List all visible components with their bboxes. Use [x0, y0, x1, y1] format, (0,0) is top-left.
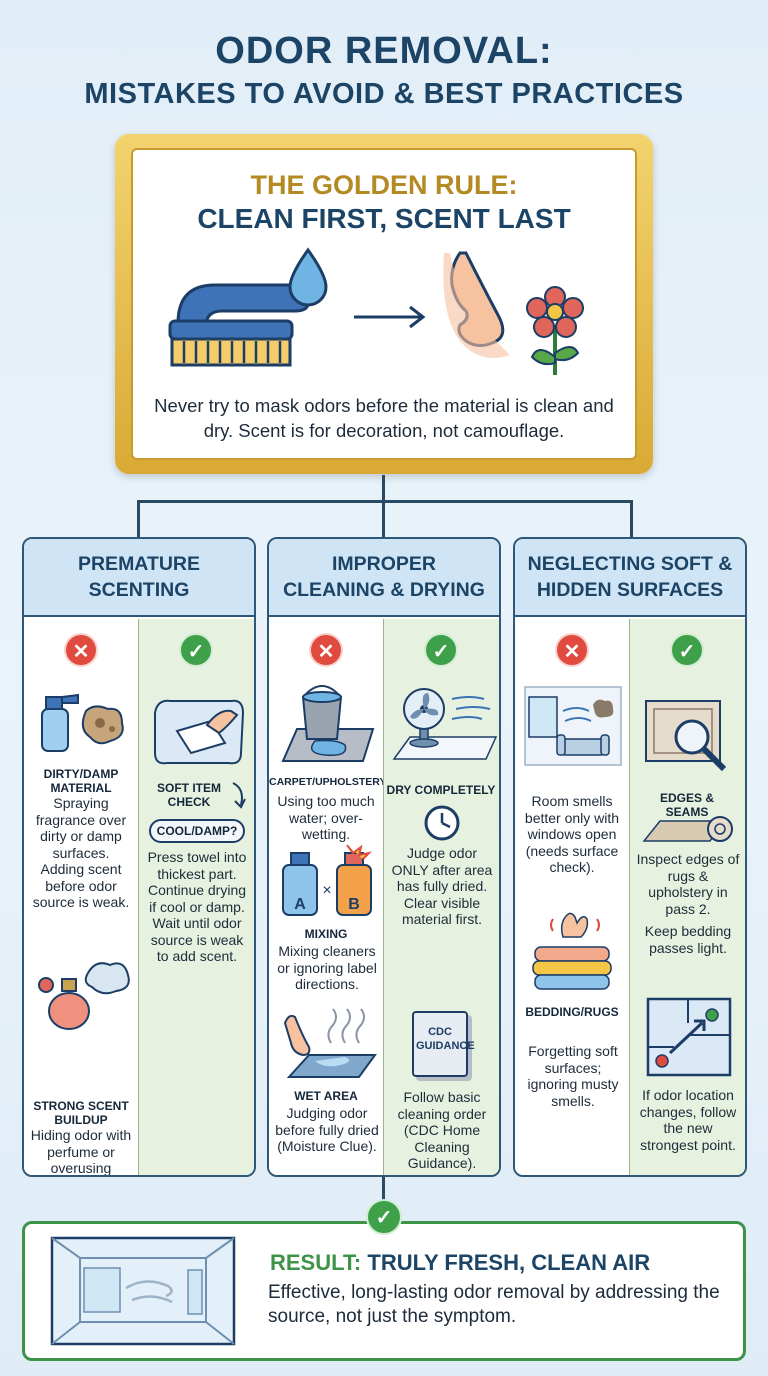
curved-arrow-icon: [232, 782, 246, 809]
connector-left: [137, 500, 140, 538]
mistakes-panel: ✕ DIRTY/DAMP MATERIAL Spraying fragrance…: [24, 619, 138, 1175]
floor-plan-icon: [646, 997, 732, 1077]
column-improper-cleaning: IMPROPER CLEANING & DRYING ✕ CARPET/UPHO…: [267, 537, 501, 1177]
column-neglecting-surfaces: NEGLECTING SOFT & HIDDEN SURFACES ✕ Room…: [513, 537, 747, 1177]
connector-bar: [137, 500, 633, 503]
item-text: Forgetting soft surfaces; ignoring musty…: [527, 1043, 619, 1109]
scrub-brush-icon: [168, 283, 310, 367]
practices-panel: ✓ DRY COMPLETELY Judge odor ONLY after a…: [383, 619, 499, 1175]
clean-room-icon: [50, 1236, 236, 1346]
item-text: Judge odor ONLY after area has fully dri…: [391, 845, 493, 927]
item-text: Follow basic cleaning order (CDC Home Cl…: [397, 1089, 487, 1171]
golden-rule-illustration: [168, 247, 584, 375]
item-text: Judging odor before fully dried (Moistur…: [275, 1105, 379, 1154]
practices-panel: ✓ EDGES & SEAMS Inspect edges of rugs & …: [629, 619, 745, 1175]
mistakes-panel: ✕ CARPET/UPHOLSTERY Using too much water…: [269, 619, 387, 1175]
item-label: SOFT ITEM CHECK: [157, 781, 221, 809]
item-label: DRY COMPLETELY: [386, 783, 496, 797]
column-header: PREMATURE SCENTING: [24, 539, 254, 617]
cool-damp-tag: COOL/DAMP?: [149, 819, 245, 843]
result-title-main: TRULY FRESH, CLEAN AIR: [367, 1250, 651, 1275]
water-drop-icon: [288, 247, 328, 307]
item-label: BEDDING/RUGS: [525, 1005, 619, 1019]
item-text: If odor location changes, follow the new…: [639, 1087, 737, 1153]
column-premature-scenting: PREMATURE SCENTING ✕ DIRTY/DAMP MATERIAL…: [22, 537, 256, 1177]
check-mark-icon: ✓: [179, 633, 213, 667]
column-title: IMPROPER CLEANING & DRYING: [283, 553, 485, 601]
x-mark-icon: ✕: [555, 633, 589, 667]
cleaner-bottles-icon: × A B: [282, 845, 373, 916]
page-title: ODOR REMOVAL:: [215, 30, 553, 72]
result-title-prefix: RESULT:: [270, 1250, 362, 1275]
item-label: CARPET/UPHOLSTERY: [269, 776, 387, 788]
column-title: PREMATURE SCENTING: [77, 553, 201, 601]
item-label: MIXING: [304, 927, 348, 941]
arrow-right-icon: [354, 305, 426, 329]
item-label: EDGES & SEAMS: [659, 791, 714, 819]
item-label: DIRTY/DAMP MATERIAL: [43, 767, 119, 795]
magnifier-rug-icon: [645, 700, 727, 772]
mistakes-panel: ✕ Room smells better only with windows o…: [515, 619, 629, 1175]
perfume-bottle-icon: [38, 962, 130, 1030]
item-text: Spraying fragrance over dirty or damp su…: [32, 795, 130, 910]
room-window-icon: [524, 686, 622, 766]
result-text: Effective, long-lasting odor removal by …: [268, 1282, 720, 1327]
bucket-carpet-icon: [281, 685, 375, 762]
svg-text:A: A: [294, 896, 306, 913]
item-text: Inspect edges of rugs & upholstery in pa…: [636, 851, 740, 917]
svg-text:B: B: [348, 896, 360, 913]
result-title: RESULT: TRULY FRESH, CLEAN AIR: [270, 1250, 650, 1276]
item-text: Mixing cleaners or ignoring label direct…: [277, 943, 377, 992]
flower-icon: [526, 286, 584, 375]
item-text: Press towel into thickest part. Continue…: [147, 849, 247, 964]
wet-area-icon: [283, 1008, 377, 1078]
hand-icon: [550, 912, 600, 938]
connector-trunk: [382, 475, 385, 501]
bedding-stack-icon: [532, 946, 612, 990]
page-subtitle: MISTAKES TO AVOID & BEST PRACTICES: [84, 78, 684, 110]
x-mark-icon: ✕: [64, 633, 98, 667]
pillow-towel-icon: [154, 699, 245, 765]
check-mark-icon: ✓: [670, 633, 704, 667]
cdc-guidance-book-icon: CDC GUIDANCE: [412, 1011, 475, 1077]
rolled-rug-icon: [642, 816, 733, 842]
column-header: NEGLECTING SOFT & HIDDEN SURFACES: [515, 539, 745, 617]
item-text: Keep bedding passes light.: [644, 923, 732, 956]
item-label: WET AREA: [294, 1089, 358, 1103]
column-title: NEGLECTING SOFT & HIDDEN SURFACES: [527, 553, 733, 601]
fan-icon: [392, 688, 498, 760]
column-header: IMPROPER CLEANING & DRYING: [269, 539, 499, 617]
golden-rule-subtitle: CLEAN FIRST, SCENT LAST: [197, 203, 571, 234]
check-mark-icon: ✓: [366, 1199, 402, 1235]
item-text: Room smells better only with windows ope…: [524, 793, 620, 875]
cdc-book-text: CDC GUIDANCE: [416, 1026, 475, 1052]
item-label: STRONG SCENT BUILDUP: [33, 1099, 129, 1127]
connector-right: [630, 500, 633, 538]
golden-rule-text: Never try to mask odors before the mater…: [154, 395, 614, 441]
x-mark-icon: ✕: [309, 633, 343, 667]
check-mark-icon: ✓: [424, 633, 458, 667]
practices-panel: ✓ SOFT ITEM CHECK COOL/DAMP? Press towel…: [138, 619, 254, 1175]
item-text: Hiding odor with perfume or overusing es…: [30, 1127, 132, 1176]
clock-icon: [424, 805, 460, 841]
spray-bottle-icon: [41, 693, 124, 752]
item-text: Using too much water; over-wetting.: [277, 793, 375, 842]
golden-rule-title: THE GOLDEN RULE:: [250, 170, 518, 200]
connector-middle: [382, 500, 385, 538]
svg-text:×: ×: [322, 882, 331, 899]
